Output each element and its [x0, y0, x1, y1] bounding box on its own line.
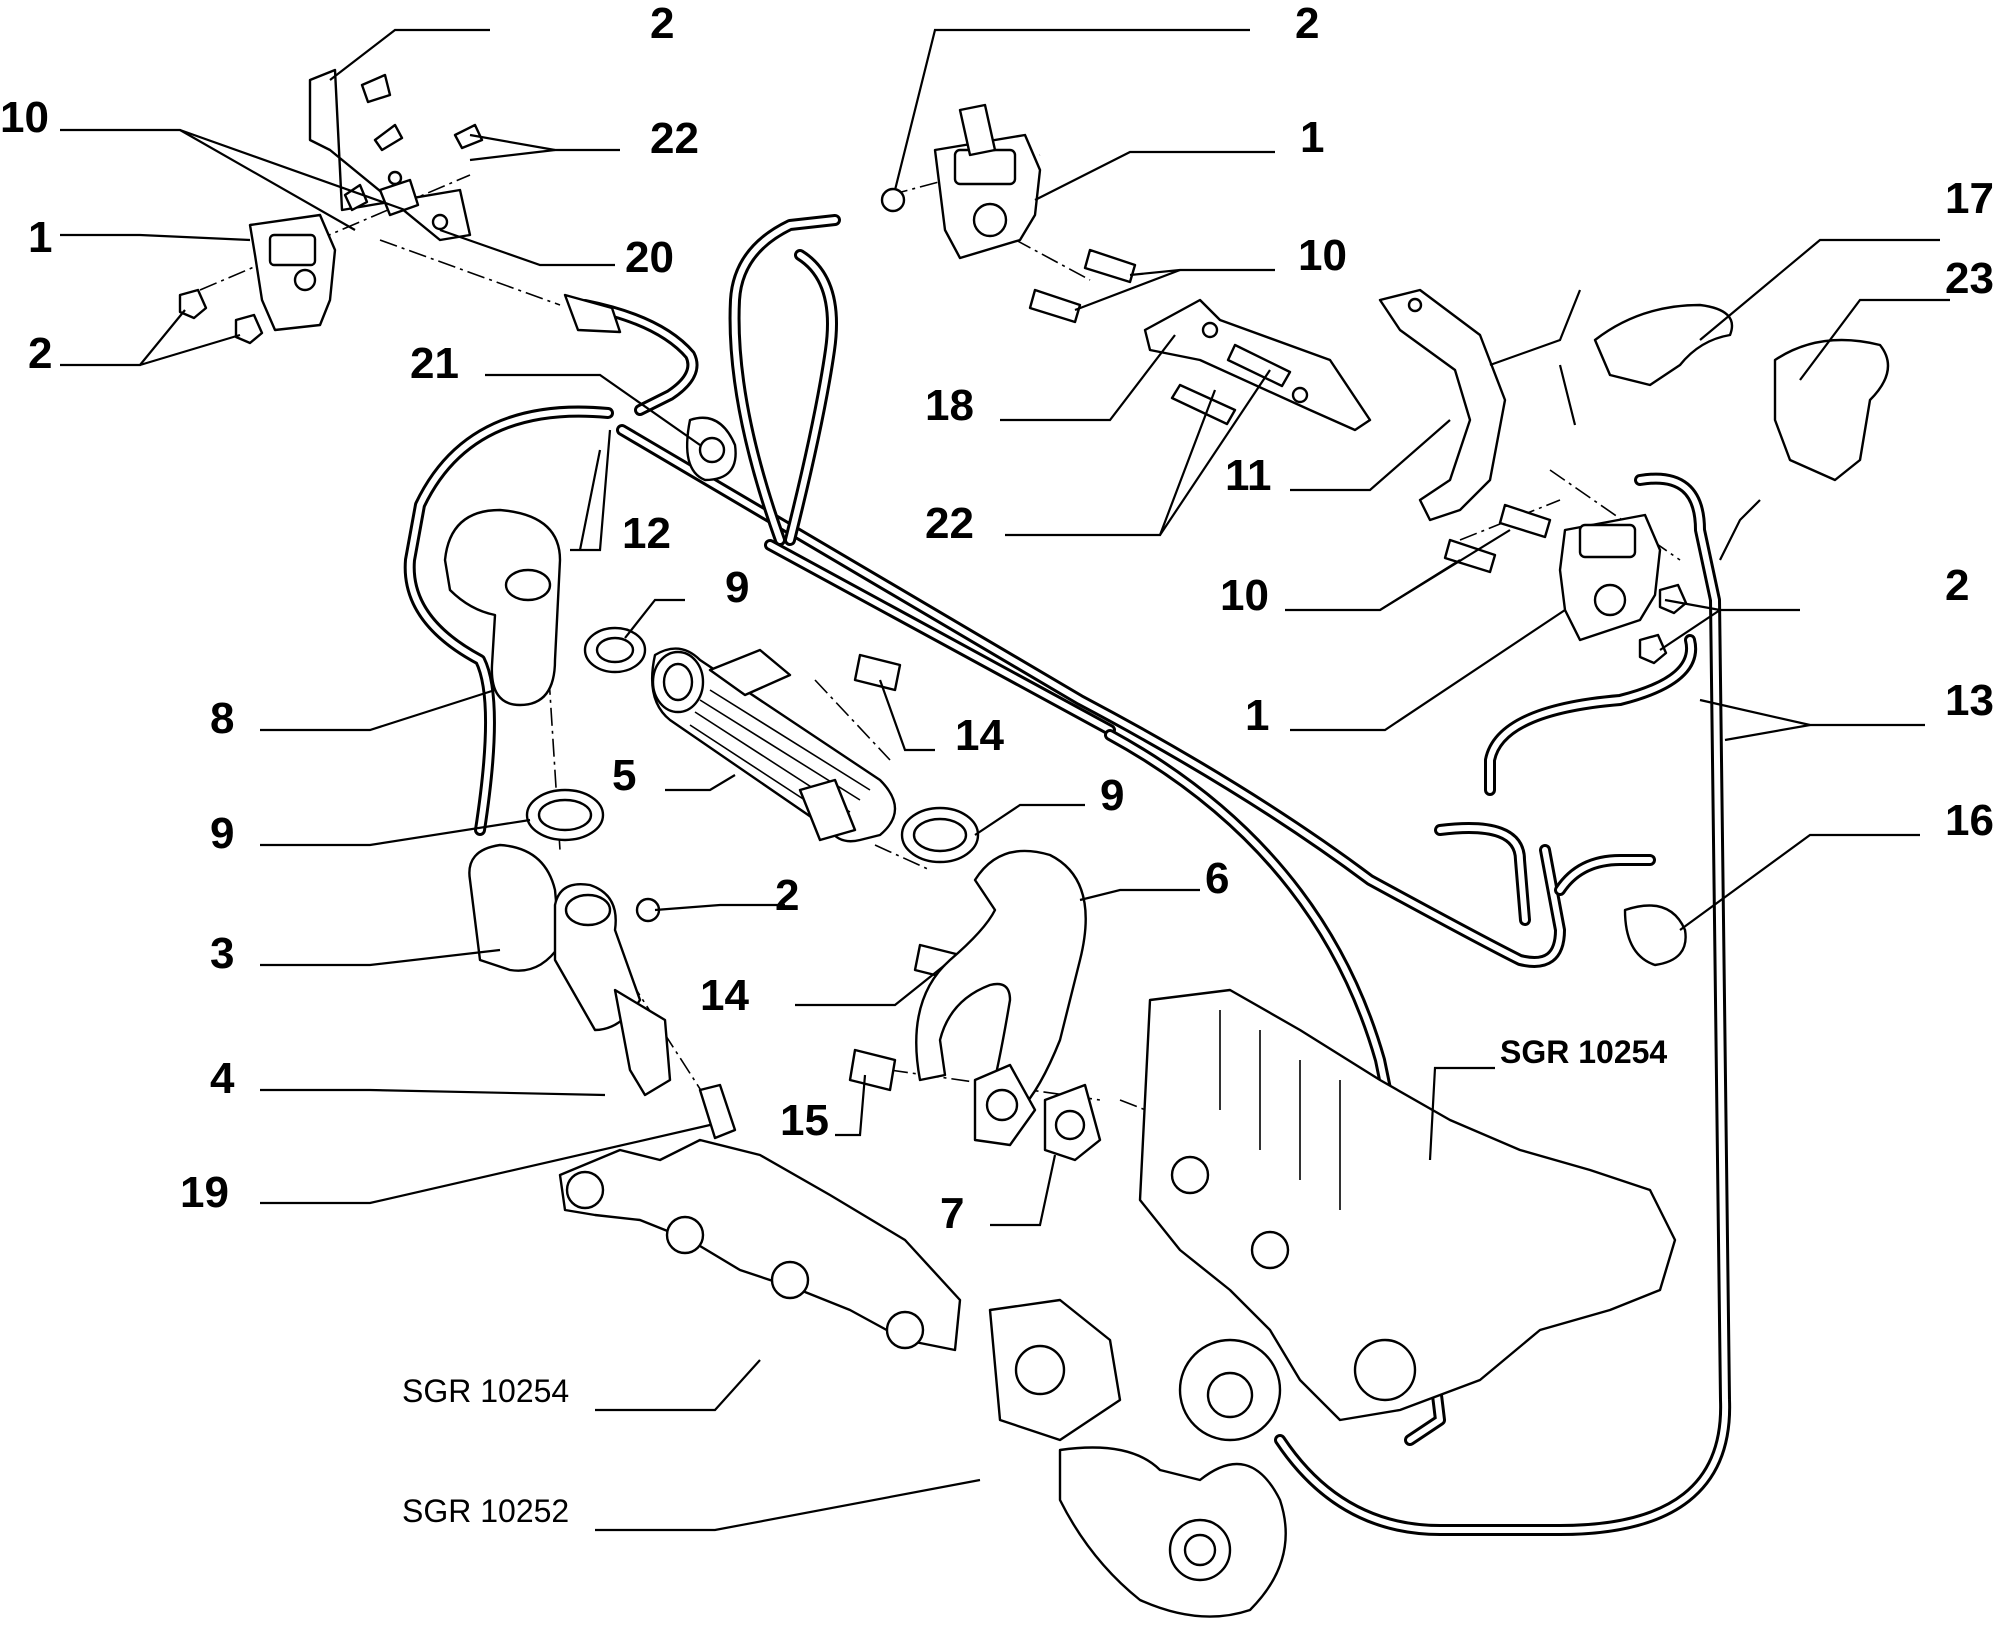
callout-1: 1 [1300, 113, 1324, 162]
nuts-2-right [1638, 583, 1688, 665]
callout-23: 23 [1945, 254, 1994, 303]
clip-16 [1623, 904, 1687, 967]
callout-9: 9 [725, 563, 749, 612]
reference-labels: SGR 10254 SGR 10254 SGR 10252 [402, 1034, 1667, 1529]
callout-9: 9 [210, 809, 234, 858]
screws-22-center [1170, 343, 1292, 426]
clamp-23 [1773, 338, 1890, 482]
callout-2: 2 [775, 871, 799, 920]
exhaust-manifold [558, 1138, 962, 1352]
solenoid-valve-1-left [248, 178, 420, 332]
callout-numbers: 2 10 22 1 20 2 2 1 10 17 23 21 18 11 12 … [0, 0, 1994, 1238]
egr-valve-3 [468, 843, 672, 1097]
callout-18: 18 [925, 381, 974, 430]
callout-14: 14 [955, 711, 1004, 760]
callout-2: 2 [1945, 561, 1969, 610]
callout-1: 1 [1245, 691, 1269, 740]
callout-20: 20 [625, 233, 674, 282]
bracket-11 [1378, 288, 1507, 522]
callout-2: 2 [28, 329, 52, 378]
clamp-9-left [525, 788, 605, 842]
callout-1: 1 [28, 213, 52, 262]
clamp-9-upper [583, 626, 647, 674]
callout-2: 2 [1295, 0, 1319, 48]
solenoid-valve-1-center [933, 103, 1042, 260]
callout-22: 22 [925, 499, 974, 548]
stud-19 [698, 1083, 737, 1140]
callout-2: 2 [650, 0, 674, 48]
callout-19: 19 [180, 1168, 229, 1217]
turbocharger [988, 1298, 1287, 1618]
leader-lines [60, 28, 1950, 1532]
reference-sgr-10254-manifold: SGR 10254 [402, 1373, 569, 1409]
callout-22: 22 [650, 114, 699, 163]
callout-10: 10 [0, 93, 49, 142]
callout-17: 17 [1945, 174, 1994, 223]
bracket-20 [308, 68, 484, 242]
callout-3: 3 [210, 929, 234, 978]
callout-4: 4 [210, 1054, 235, 1103]
callout-9: 9 [1100, 771, 1124, 820]
hose-6 [915, 849, 1087, 1112]
callout-14: 14 [700, 971, 749, 1020]
callout-13: 13 [1945, 676, 1994, 725]
fitting-21 [563, 293, 737, 482]
reference-sgr-10254-right: SGR 10254 [1500, 1034, 1667, 1070]
callout-5: 5 [612, 751, 636, 800]
callout-6: 6 [1205, 854, 1229, 903]
egr-cooler-5 [651, 647, 897, 843]
hose-6-flange [973, 1063, 1037, 1147]
callout-21: 21 [410, 339, 459, 388]
bolt-15 [848, 1048, 897, 1092]
callout-15: 15 [780, 1096, 829, 1145]
washer-2-center [880, 187, 906, 213]
callout-11: 11 [1225, 451, 1272, 500]
hose-8 [443, 508, 562, 707]
screws-10-right [1443, 503, 1552, 574]
callout-12: 12 [622, 509, 671, 558]
reference-sgr-10252-turbo: SGR 10252 [402, 1493, 569, 1529]
gasket-7 [1043, 1083, 1102, 1162]
callout-7: 7 [940, 1189, 964, 1238]
screw-14-upper [853, 653, 902, 692]
bracket-17 [1593, 303, 1734, 387]
solenoid-valve-1-right [1558, 513, 1662, 642]
screws-10-center [1028, 248, 1137, 324]
clamp-9-right [900, 806, 980, 864]
callout-10: 10 [1298, 231, 1347, 280]
callout-10: 10 [1220, 571, 1269, 620]
nuts-2-left [178, 288, 264, 345]
intake-manifold [1138, 988, 1677, 1422]
callout-8: 8 [210, 694, 234, 743]
callout-16: 16 [1945, 796, 1994, 845]
